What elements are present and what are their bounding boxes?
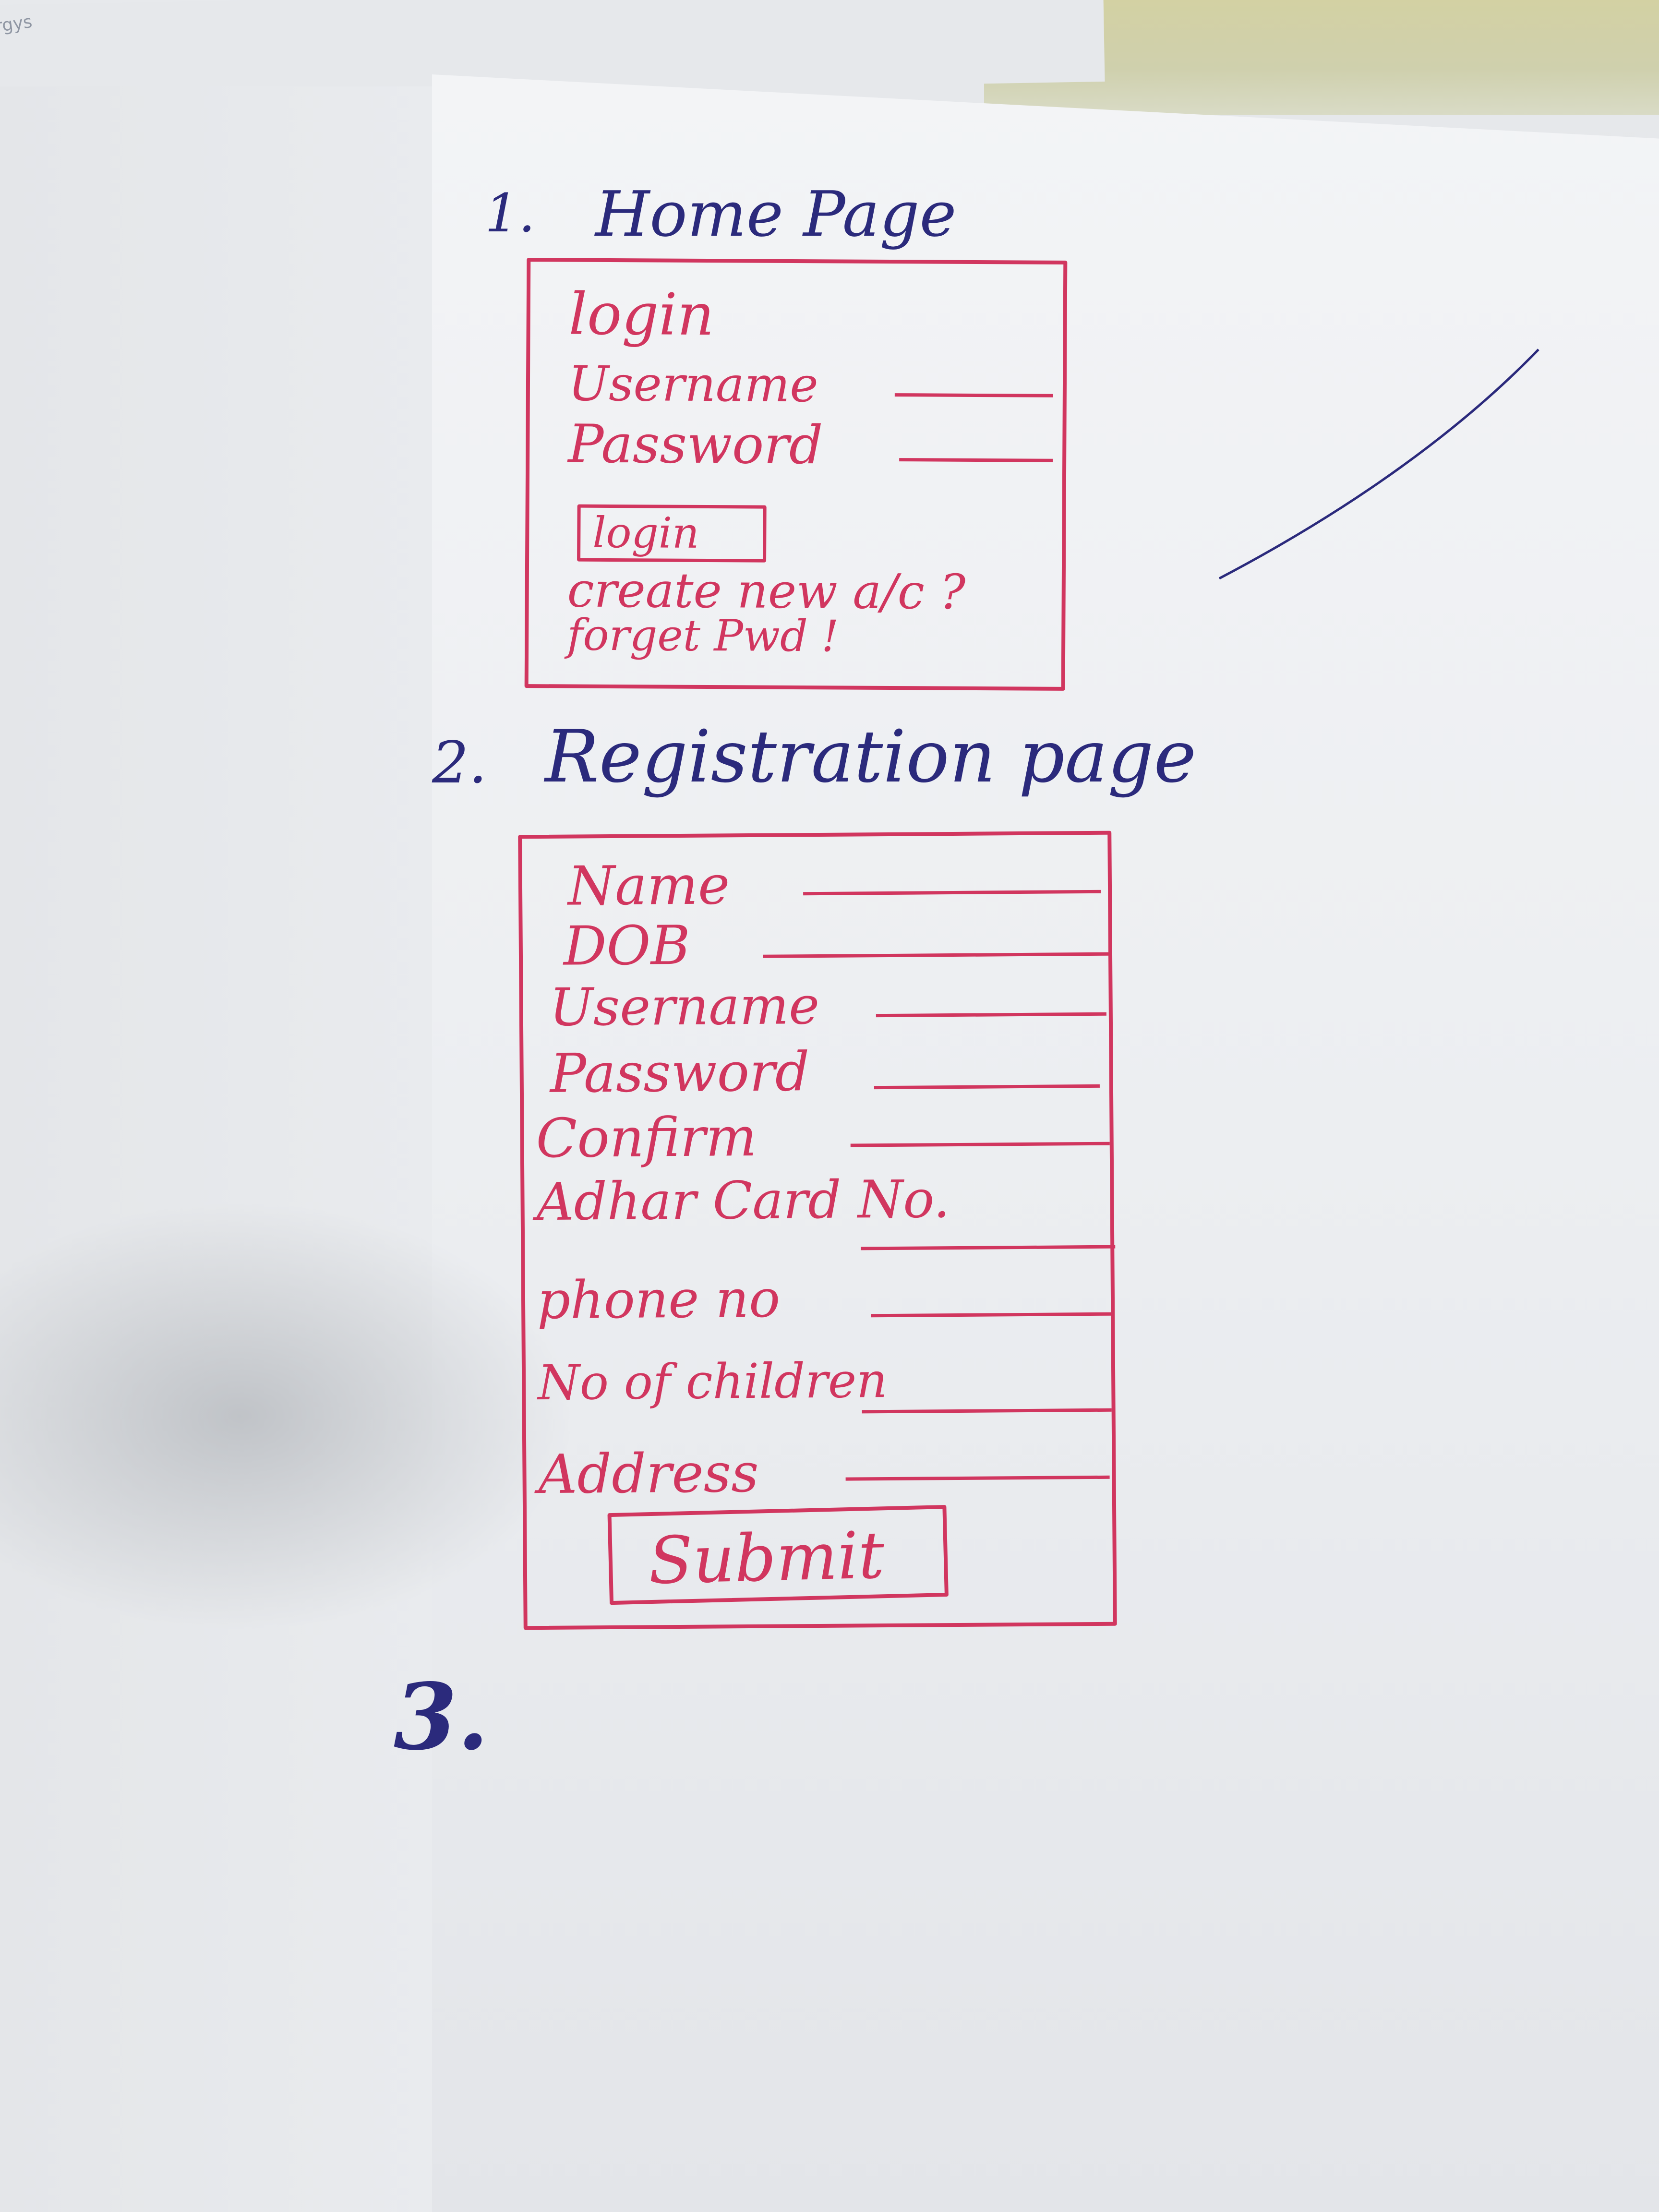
address-label: Address	[538, 1442, 759, 1506]
name-underline	[803, 890, 1101, 896]
home-page-wireframe: login Username Password login create new…	[524, 258, 1068, 691]
submit-button: Submit	[607, 1504, 949, 1605]
password-label-2: Password	[550, 1041, 810, 1105]
paper-sheet	[432, 74, 1659, 2212]
adhar-card-label: Adhar Card No.	[536, 1169, 950, 1233]
section-1-title: Home Page	[595, 178, 957, 251]
section-1-number: 1.	[485, 182, 535, 244]
submit-button-label: Submit	[648, 1517, 886, 1599]
address-underline	[845, 1475, 1110, 1481]
forgot-password-link: forget Pwd !	[566, 610, 839, 662]
username-underline	[894, 393, 1053, 397]
section-2-title: Registration page	[545, 715, 1197, 799]
section-3-number: 3.	[394, 1663, 489, 1770]
login-heading: login	[568, 281, 715, 349]
username-label-2: Username	[549, 975, 820, 1038]
password-label: Password	[567, 413, 823, 476]
section-2-number: 2.	[432, 730, 487, 796]
dob-label: DOB	[563, 914, 691, 978]
children-label: No of children	[537, 1352, 888, 1411]
confirm-label: Confirm	[536, 1106, 757, 1170]
name-label: Name	[567, 854, 730, 918]
dob-underline	[762, 952, 1109, 958]
shadow	[0, 1200, 576, 1632]
password-underline-2	[874, 1084, 1100, 1090]
login-button: login	[577, 504, 767, 563]
password-underline	[899, 458, 1053, 462]
phone-label: phone no	[537, 1269, 781, 1331]
username-label: Username	[568, 355, 818, 413]
adhar-card-underline	[861, 1245, 1116, 1250]
username-underline-2	[876, 1012, 1106, 1018]
registration-page-wireframe: Name DOB Username Password Confirm Adhar…	[518, 830, 1117, 1630]
login-button-label: login	[592, 507, 699, 558]
phone-underline	[871, 1312, 1111, 1318]
confirm-underline	[850, 1142, 1110, 1147]
children-underline	[862, 1408, 1112, 1414]
paper-left-area	[0, 86, 432, 2212]
pen-stroke	[1218, 349, 1539, 580]
